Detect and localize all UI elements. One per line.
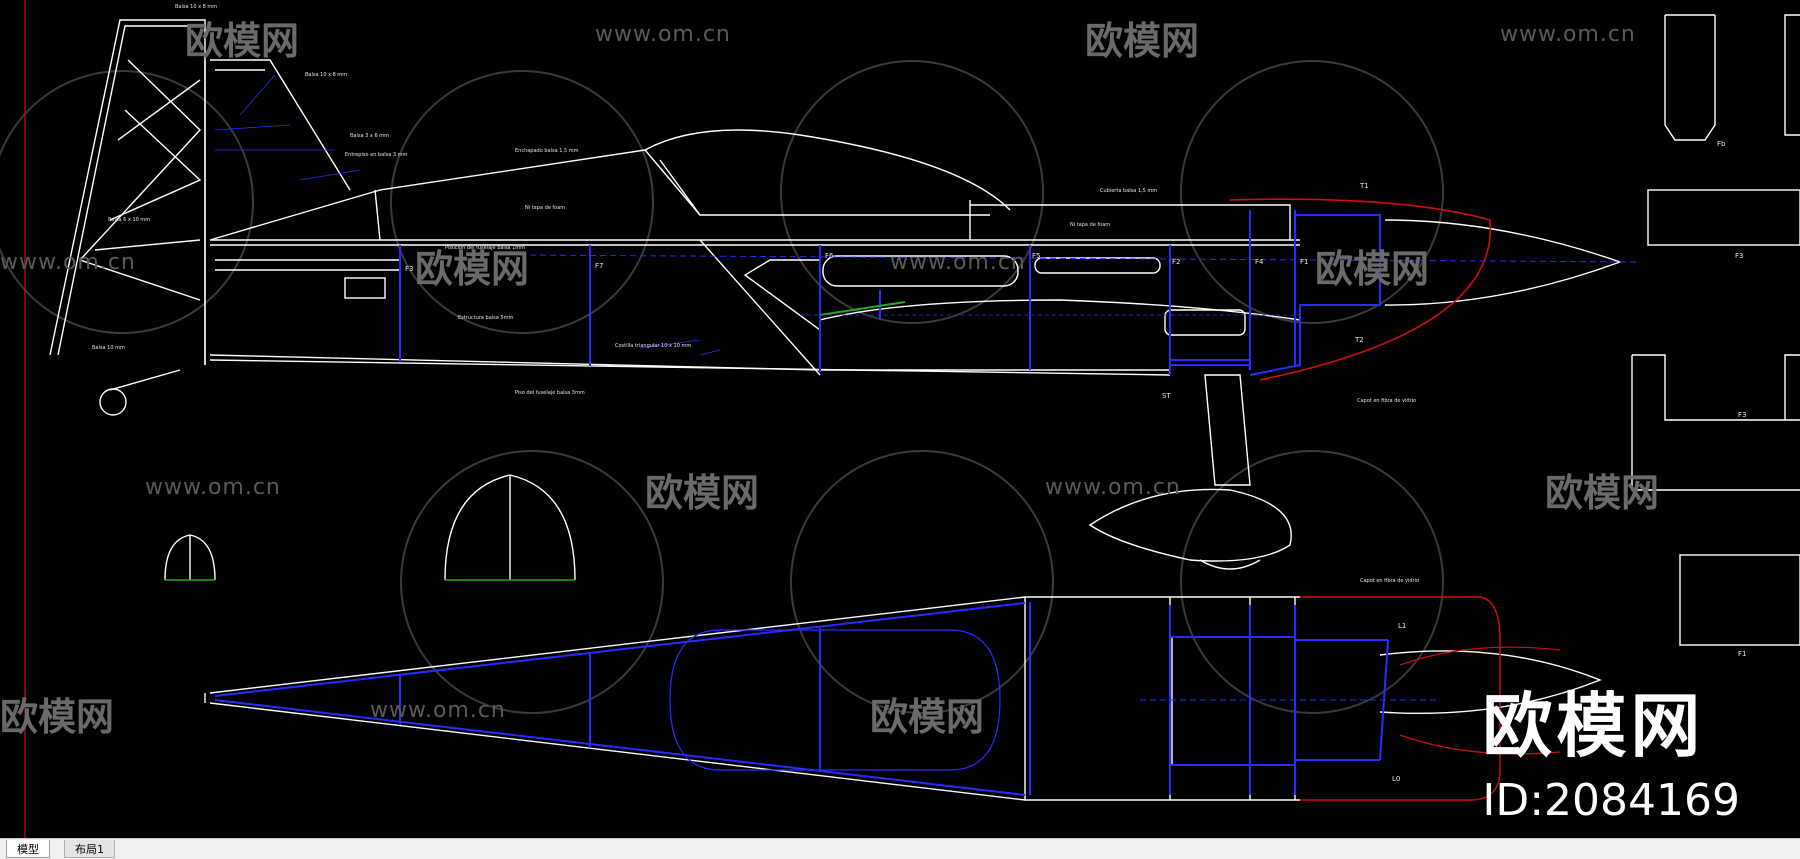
tab-model-label: 模型 xyxy=(17,842,39,856)
part-label: T2 xyxy=(1355,336,1364,344)
annotation: Enchapado balsa 1,5 mm xyxy=(515,148,579,154)
part-label: F3 xyxy=(1738,411,1747,419)
watermark-ring xyxy=(780,60,1044,324)
watermark-url: www.om.cn xyxy=(1500,22,1636,47)
annotation: Balsa 3 x 6 mm xyxy=(350,133,389,139)
watermark-ring xyxy=(1180,60,1444,324)
cross-sections xyxy=(164,474,576,581)
layout-tab-bar: 模型 布局1 xyxy=(0,838,1800,859)
watermark-brand: 欧模网 xyxy=(1315,247,1430,291)
watermark-ring xyxy=(0,70,254,334)
annotation: Posicion del fuselaje balsa 1mm xyxy=(445,245,525,251)
watermark-brand: 欧模网 xyxy=(415,247,530,291)
tab-model[interactable]: 模型 xyxy=(6,840,50,858)
watermark-ring xyxy=(400,450,664,714)
watermark-brand: 欧模网 xyxy=(0,695,115,739)
annotation: Balsa 10 mm xyxy=(92,345,125,351)
annotation: Balsa 10 x 8 mm xyxy=(305,72,348,78)
annotation: Balsa 6 x 10 mm xyxy=(108,217,151,223)
watermark-url: www.om.cn xyxy=(370,698,506,723)
brand-id: ID:2084169 xyxy=(1482,775,1740,826)
part-label: L1 xyxy=(1398,622,1407,630)
annotation: Capot en fibra de vidrio xyxy=(1357,398,1417,404)
annotation: Piso del fuselaje balsa 3mm xyxy=(515,390,585,396)
annotation: Costilla triangular 10 x 10 mm xyxy=(615,343,692,349)
watermark-brand: 欧模网 xyxy=(1085,19,1200,63)
side-view-bulkheads xyxy=(399,210,1381,376)
top-view-bulkheads xyxy=(214,602,1389,796)
watermark-ring xyxy=(1180,450,1444,714)
part-label: T1 xyxy=(1360,182,1369,190)
part-label: F5 xyxy=(1032,252,1041,260)
watermark-url: www.om.cn xyxy=(1045,475,1181,500)
annotation: Estructura balsa 5mm xyxy=(458,315,514,321)
part-label: F1 xyxy=(1300,258,1309,266)
watermark-brand: 欧模网 xyxy=(1545,471,1660,515)
parts-sheet xyxy=(1631,14,1800,646)
annotation: Cubierta balsa 1,5 mm xyxy=(1100,188,1158,194)
tab-layout1-label: 布局1 xyxy=(75,842,104,856)
cad-drawing xyxy=(24,0,1800,838)
annotation: Entrepiso en balsa 3 mm xyxy=(345,152,408,158)
watermark-ring xyxy=(390,70,654,334)
part-label: F6 xyxy=(825,252,834,260)
part-label: F3 xyxy=(1735,252,1744,260)
part-label: F3 xyxy=(405,265,414,273)
watermark-url: www.om.cn xyxy=(0,250,136,275)
part-label: L0 xyxy=(1392,775,1401,783)
brand-watermark: 欧模网 ID:2084169 xyxy=(1482,670,1740,826)
part-label: F7 xyxy=(595,262,604,270)
watermark-url: www.om.cn xyxy=(145,475,281,500)
annotation: Balsa 10 x 8 mm xyxy=(175,4,218,10)
annotation: Ni tapa de foam xyxy=(1070,222,1111,228)
watermark-brand: 欧模网 xyxy=(645,471,760,515)
watermark-url: www.om.cn xyxy=(890,250,1026,275)
watermark-brand: 欧模网 xyxy=(185,19,300,63)
annotation: Capot en fibra de vidrio xyxy=(1360,578,1420,584)
tab-layout1[interactable]: 布局1 xyxy=(64,840,115,858)
part-label: F2 xyxy=(1172,258,1181,266)
model-space-viewport[interactable]: www.om.cn www.om.cn www.om.cn www.om.cn … xyxy=(0,0,1800,838)
watermark-url: www.om.cn xyxy=(595,22,731,47)
annotation: Ni tapa de foam xyxy=(525,205,566,211)
part-label: F4 xyxy=(1255,258,1264,266)
watermark-ring xyxy=(790,450,1054,714)
watermark-brand: 欧模网 xyxy=(870,695,985,739)
brand-name: 欧模网 xyxy=(1482,685,1705,767)
side-view-fuselage xyxy=(49,19,1623,570)
part-label: F1 xyxy=(1738,650,1747,658)
part-label: ST xyxy=(1162,392,1171,400)
part-label: Fb xyxy=(1717,140,1726,148)
